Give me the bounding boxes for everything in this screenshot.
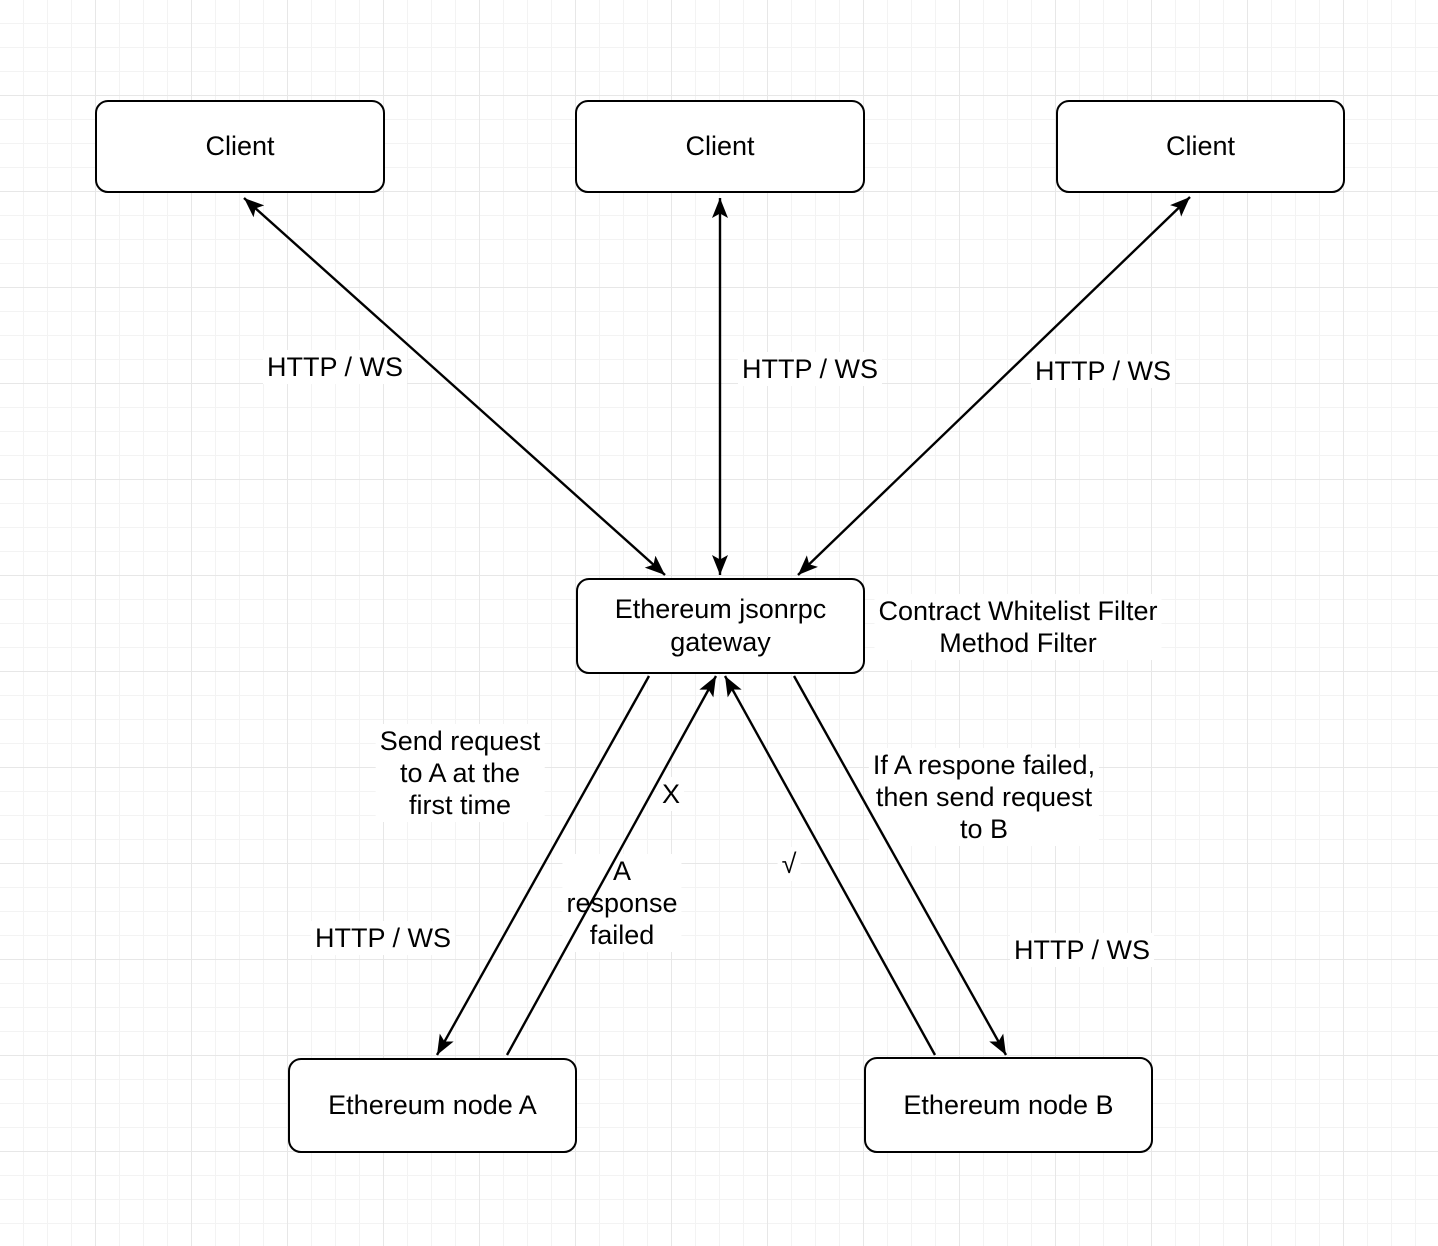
node-client-3-label: Client bbox=[1165, 131, 1236, 161]
node-ethereum-node-b: Ethereum node B bbox=[864, 1057, 1153, 1153]
edge-label-check-mark: √ bbox=[777, 847, 801, 881]
edge-gateway-node-b bbox=[792, 675, 1008, 1056]
node-client-1-label: Client bbox=[205, 131, 275, 161]
node-client-1: Client bbox=[95, 100, 385, 193]
edge-label-http-node-a: HTTP / WS bbox=[310, 921, 456, 955]
node-ethereum-node-b-label: Ethereum node B bbox=[903, 1089, 1114, 1120]
node-ethereum-node-a: Ethereum node A bbox=[288, 1058, 577, 1153]
edge-label-if-a-failed: If A respone failed, then send request t… bbox=[868, 748, 1100, 846]
node-ethereum-node-a-label: Ethereum node A bbox=[328, 1090, 537, 1120]
edge-client3-gateway bbox=[797, 196, 1191, 576]
edge-node-b-gateway bbox=[723, 675, 937, 1056]
node-client-3: Client bbox=[1056, 100, 1345, 193]
note-gateway-filters: Contract Whitelist Filter Method Filter bbox=[874, 594, 1162, 660]
edge-node-a-gateway bbox=[505, 675, 718, 1056]
edge-label-x-mark: X bbox=[657, 777, 685, 811]
node-client-2: Client bbox=[575, 100, 865, 193]
node-gateway-label: Ethereum jsonrpc gateway bbox=[614, 594, 827, 657]
edge-gateway-node-a bbox=[435, 675, 651, 1056]
edge-label-send-request: Send request to A at the first time bbox=[375, 724, 545, 822]
edge-label-http-node-b: HTTP / WS bbox=[1009, 933, 1155, 967]
edge-client1-gateway bbox=[243, 197, 666, 576]
node-client-2-label: Client bbox=[685, 131, 755, 161]
node-gateway: Ethereum jsonrpc gateway bbox=[576, 578, 865, 674]
